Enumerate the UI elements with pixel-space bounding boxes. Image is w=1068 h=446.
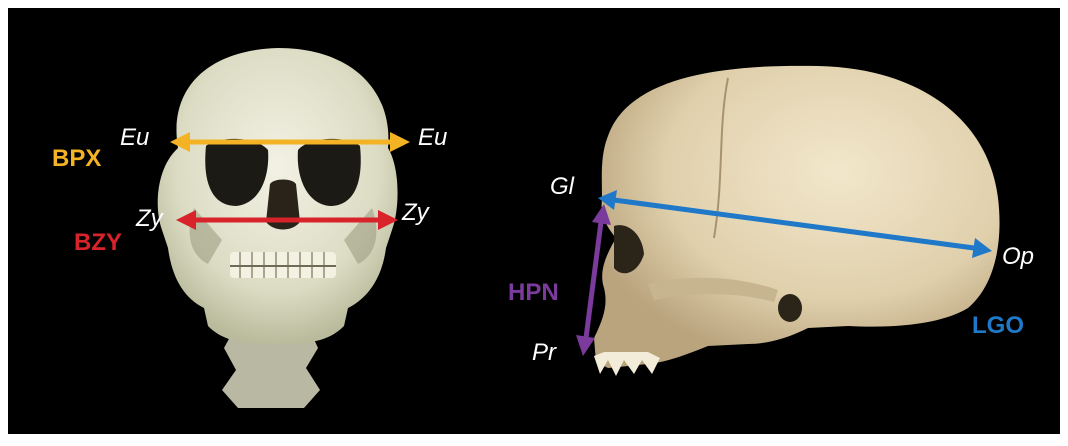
label-gl: Gl <box>550 173 575 200</box>
figure-svg: Eu Eu Zy Zy BPX BZY Gl Op Pr HPN LGO <box>8 8 1060 434</box>
frontal-teeth <box>230 252 336 278</box>
label-lgo: LGO <box>972 312 1024 339</box>
label-op: Op <box>1002 243 1034 270</box>
figure-canvas: Eu Eu Zy Zy BPX BZY Gl Op Pr HPN LGO <box>8 8 1060 434</box>
lateral-teeth <box>594 352 660 376</box>
label-zy-right: Zy <box>401 199 431 226</box>
label-pr: Pr <box>532 339 557 366</box>
external-auditory-meatus <box>778 294 802 322</box>
label-hpn: HPN <box>508 279 559 306</box>
lateral-skull <box>594 66 1000 376</box>
label-bzy: BZY <box>74 229 122 256</box>
label-zy-left: Zy <box>135 205 165 232</box>
label-eu-left: Eu <box>120 124 149 151</box>
lateral-cranium <box>594 66 1000 368</box>
label-bpx: BPX <box>52 145 101 172</box>
label-eu-right: Eu <box>418 124 447 151</box>
